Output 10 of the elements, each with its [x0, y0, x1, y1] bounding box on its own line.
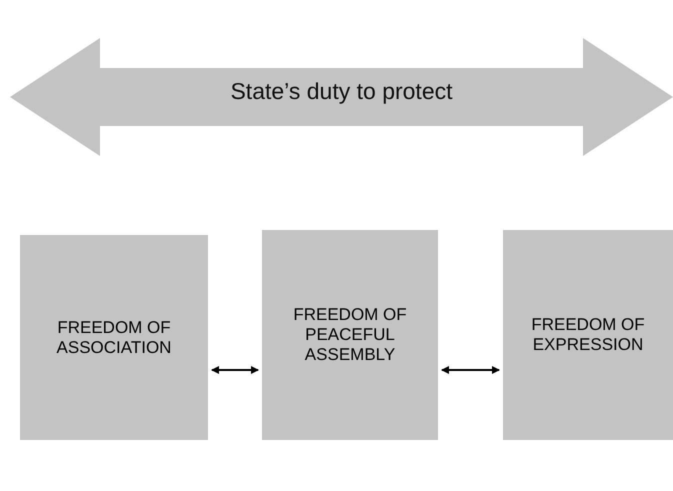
box-label: FREEDOM OF PEACEFUL ASSEMBLY: [292, 305, 408, 365]
rights-box: [262, 230, 438, 440]
box-label: FREEDOM OF ASSOCIATION: [56, 318, 172, 358]
double-headed-arrow: [211, 366, 259, 374]
rights-box: [20, 235, 208, 440]
double-arrow-shape: [10, 38, 673, 156]
double-headed-arrow: [441, 366, 500, 374]
rights-box: [503, 230, 673, 440]
banner-text: State’s duty to protect: [230, 78, 453, 104]
box-label: FREEDOM OF EXPRESSION: [530, 315, 646, 355]
